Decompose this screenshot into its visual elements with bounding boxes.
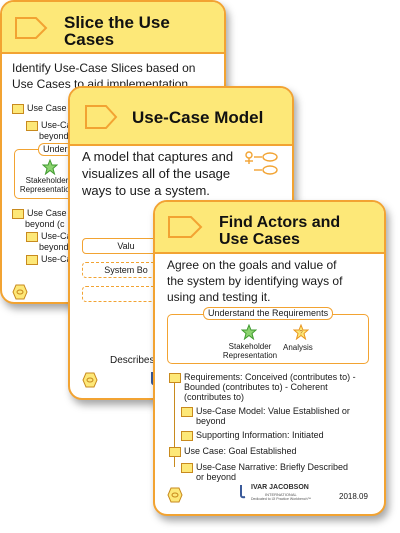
activity-label: Stakeholder Representation xyxy=(19,176,75,194)
card-title: Slice the Use Cases xyxy=(64,13,170,49)
list-item-cont: beyond (c xyxy=(25,219,65,229)
hexagon-icon xyxy=(12,284,28,300)
activity-label: Stakeholder Representation xyxy=(222,342,278,360)
card-description: A model that captures and visualizes all… xyxy=(82,149,234,198)
list-item-cont: beyond xyxy=(39,131,69,141)
list-item: Use-Ca xyxy=(26,254,72,265)
company-logo: IVAR JACOBSON INTERNATIONAL Dedicated to… xyxy=(251,484,312,501)
activity-label: Analysis xyxy=(283,343,313,352)
tree-connector xyxy=(174,383,175,447)
list-item: Requirements: Conceived (contributes to)… xyxy=(169,372,374,402)
card-find-actors-and-use-cases[interactable]: Find Actors and Use Cases Agree on the g… xyxy=(153,200,386,516)
list-item: Use-Ca xyxy=(26,120,72,131)
list-item: Use-Case Model: Value Established or bey… xyxy=(181,406,371,426)
list-item: Supporting Information: Initiated xyxy=(181,430,324,441)
svg-text:?: ? xyxy=(299,331,303,337)
tag-icon xyxy=(168,216,203,238)
card-header xyxy=(70,88,292,146)
hexagon-icon xyxy=(167,487,183,503)
card-description: Agree on the goals and value of the syst… xyxy=(167,258,343,304)
card-title: Find Actors and Use Cases xyxy=(219,214,341,248)
logo-mark-icon xyxy=(240,485,246,499)
card-header xyxy=(155,202,384,254)
list-item: Use Case xyxy=(12,103,67,114)
hexagon-icon xyxy=(82,372,98,388)
tree-connector xyxy=(174,457,175,467)
list-item: Use Case: Goal Established xyxy=(169,446,297,457)
card-title: Use-Case Model xyxy=(132,108,264,127)
star-icon xyxy=(42,159,58,175)
tag-icon xyxy=(15,17,48,39)
use-case-diagram-icon xyxy=(245,151,278,175)
version-label: 2018.09 xyxy=(339,492,368,501)
star-icon: ? xyxy=(293,324,309,340)
tag-icon xyxy=(85,105,118,129)
star-icon xyxy=(241,324,257,340)
group-label: Understand the Requirements xyxy=(203,307,334,320)
list-item-cont: beyond xyxy=(39,242,69,252)
list-item: Use-Case Narrative: Briefly Described or… xyxy=(181,462,371,482)
list-item: Use Case xyxy=(12,208,67,219)
list-item: Use-Ca xyxy=(26,231,72,242)
footer-text: Describes xyxy=(110,355,155,366)
